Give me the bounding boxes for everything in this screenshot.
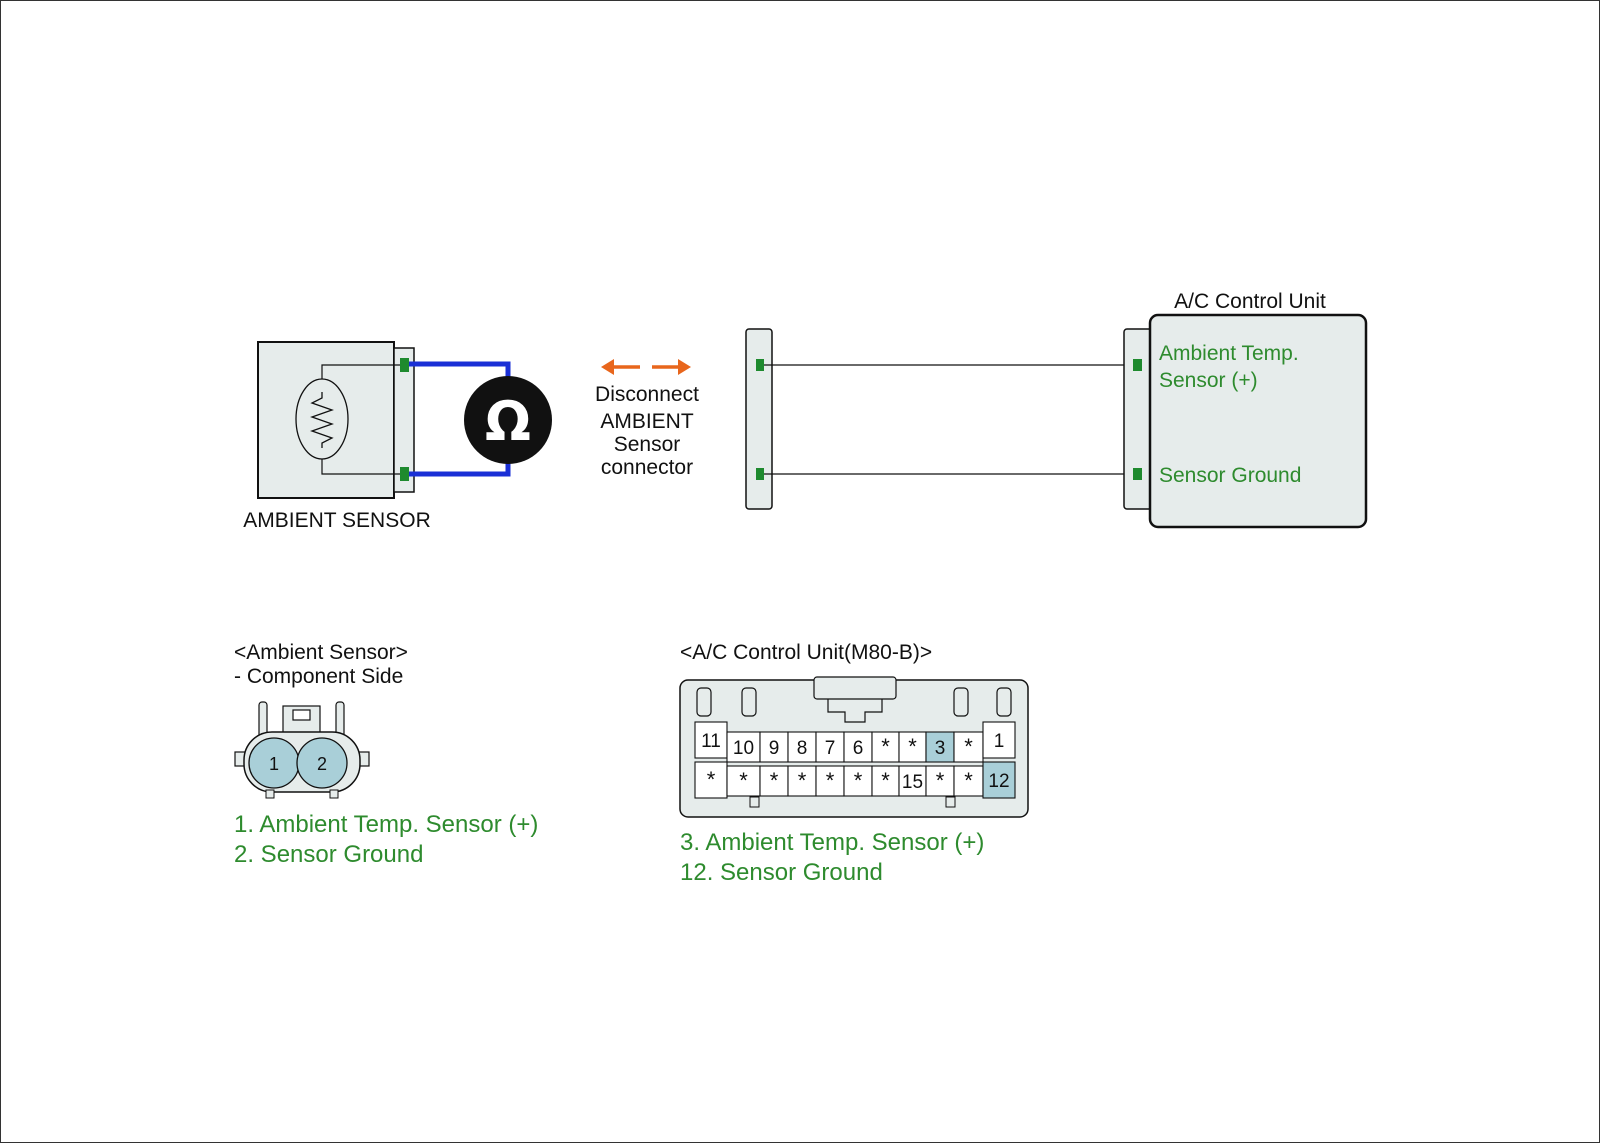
unit-pin-bottom-7 — [871, 765, 900, 797]
disconnect-line-3: Sensor — [614, 433, 681, 456]
disconnect-line-4: connector — [601, 456, 693, 479]
control-unit-body — [1148, 313, 1368, 529]
sensor-legend-2: 2. Sensor Ground — [234, 841, 423, 868]
unit-pin-top-1-label: 11 — [701, 731, 721, 752]
unit-pin-bottom-5 — [815, 765, 845, 797]
unit-pin-top-9 — [925, 731, 955, 763]
unit-pin-bottom-6-label: * — [854, 768, 863, 793]
resistor-zigzag-icon — [310, 392, 334, 448]
unit-foot-right — [945, 796, 956, 808]
unit-latch-key — [827, 699, 883, 723]
unit-pin-top-3-label: 9 — [769, 738, 780, 759]
unit-pin-label-ground: Sensor Ground — [1159, 464, 1301, 487]
unit-pin-top-7 — [871, 731, 900, 763]
unit-foot-left — [749, 796, 760, 808]
sensor-pin-1-label: 1 — [269, 754, 279, 774]
harness-terminal-1 — [756, 359, 764, 371]
disconnect-line-2: AMBIENT — [600, 410, 694, 433]
unit-terminal-1 — [1133, 359, 1142, 371]
unit-pin-top-8 — [898, 731, 927, 763]
sensor-connector-title: <Ambient Sensor> — [234, 641, 408, 664]
unit-pin-label-temp-2: Sensor (+) — [1159, 369, 1258, 392]
unit-pin-bottom-11-label: 12 — [988, 771, 1009, 792]
unit-pin-top-6 — [843, 731, 873, 763]
disconnect-line-1: Disconnect — [595, 383, 699, 406]
sensor-label: AMBIENT SENSOR — [243, 509, 430, 532]
thermistor-icon — [295, 378, 349, 460]
unit-pin-top-4-label: 8 — [797, 738, 808, 759]
lock-arm-3 — [953, 687, 969, 717]
unit-pin-bottom-11 — [982, 761, 1016, 799]
unit-pin-bottom-2 — [726, 765, 761, 797]
unit-pin-bottom-9-label: * — [936, 768, 945, 793]
lock-window — [292, 709, 311, 721]
unit-pin-top-5-label: 7 — [825, 738, 836, 759]
unit-pin-top-10 — [953, 731, 984, 763]
sensor-pin-2 — [296, 737, 348, 789]
sensor-pin-2-label: 2 — [317, 754, 327, 774]
sensor-connector-housing — [393, 347, 415, 493]
unit-connector-latch — [813, 676, 897, 700]
unit-pin-bottom-2-label: * — [739, 768, 748, 793]
disconnect-indicator: Disconnect AMBIENT Sensor connector — [595, 359, 699, 479]
unit-pin-top-10-label: * — [964, 734, 973, 759]
unit-pin-top-11 — [982, 721, 1016, 759]
unit-pin-top-2-label: 10 — [733, 738, 754, 759]
unit-pin-bottom-6 — [843, 765, 873, 797]
arrow-left-icon — [601, 359, 614, 375]
unit-pin-top-5 — [815, 731, 845, 763]
ambient-sensor: AMBIENT SENSOR — [243, 341, 431, 532]
unit-pin-bottom-3 — [759, 765, 789, 797]
lock-arm-2 — [741, 687, 757, 717]
sensor-terminal-1 — [400, 358, 409, 372]
unit-terminal-2 — [1133, 468, 1142, 480]
unit-pin-bottom-5-label: * — [826, 768, 835, 793]
foot-left — [265, 789, 275, 799]
unit-pin-bottom-4-label: * — [798, 768, 807, 793]
sensor-connector-view: <Ambient Sensor> - Component Side 1 2 1.… — [234, 641, 538, 868]
unit-pin-bottom-3-label: * — [770, 768, 779, 793]
unit-legend-2: 12. Sensor Ground — [680, 859, 883, 886]
arrow-right-icon — [678, 359, 691, 375]
harness-terminal-2 — [756, 468, 764, 480]
ohmmeter-icon — [464, 376, 552, 464]
meter-lead-negative — [409, 460, 511, 477]
unit-pin-bottom-10-label: * — [964, 768, 973, 793]
unit-pin-top-11-label: 1 — [994, 731, 1005, 752]
unit-pin-top-7-label: * — [881, 734, 890, 759]
unit-pin-bottom-4 — [787, 765, 817, 797]
unit-pin-bottom-8-label: 15 — [902, 772, 923, 793]
harness-connector — [745, 328, 773, 510]
foot-right — [329, 789, 339, 799]
lock-arm-1 — [696, 687, 712, 717]
ohmmeter: Ω — [409, 361, 552, 477]
unit-pin-label-temp-1: Ambient Temp. — [1159, 342, 1299, 365]
unit-connector-title: <A/C Control Unit(M80-B)> — [680, 641, 932, 664]
harness — [745, 328, 1136, 510]
unit-pin-top-3 — [759, 731, 789, 763]
sensor-legend-1: 1. Ambient Temp. Sensor (+) — [234, 811, 538, 838]
unit-legend-1: 3. Ambient Temp. Sensor (+) — [680, 829, 984, 856]
unit-pin-bottom-1-label: * — [707, 767, 716, 792]
unit-pin-top-6-label: 6 — [853, 738, 864, 759]
ac-control-unit: A/C Control Unit Ambient Temp. Sensor (+… — [1123, 290, 1368, 529]
unit-pin-bottom-7-label: * — [881, 768, 890, 793]
control-unit-title: A/C Control Unit — [1174, 290, 1326, 313]
unit-pin-top-4 — [787, 731, 817, 763]
sensor-connector-subtitle: - Component Side — [234, 665, 403, 688]
sensor-terminal-2 — [400, 467, 409, 481]
omega-symbol: Ω — [485, 390, 531, 453]
unit-pin-top-9-label: 3 — [935, 738, 946, 759]
unit-pin-top-8-label: * — [908, 734, 917, 759]
lock-arm-4 — [996, 687, 1012, 717]
meter-lead-positive — [409, 361, 511, 380]
